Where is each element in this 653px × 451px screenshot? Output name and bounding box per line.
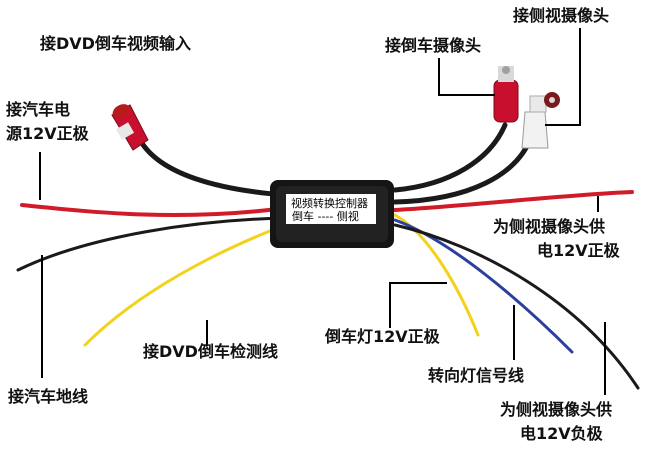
label-side-power-pos-line1: 为侧视摄像头供 (493, 217, 606, 236)
label-side-power-neg-line2: 电12V负极 (520, 424, 603, 443)
label-turn-signal: 转向灯信号线 (428, 366, 525, 385)
side-camera-cable (392, 137, 533, 205)
label-side-power-neg-line1: 为侧视摄像头供 (500, 400, 613, 419)
label-dvd-detect: 接DVD倒车检测线 (143, 342, 278, 361)
label-reverse-light: 倒车灯12V正极 (325, 327, 440, 346)
label-rear-camera: 接倒车摄像头 (385, 36, 482, 55)
leader-rear-camera (438, 58, 495, 96)
ground-wire (16, 216, 287, 272)
rear-camera-cable (392, 122, 508, 193)
leader-lines (39, 28, 606, 395)
label-side-camera: 接侧视摄像头 (513, 6, 610, 25)
leader-reverse-light (389, 282, 447, 328)
red-side-power-wire (393, 190, 634, 212)
label-side-power-pos-line2: 电12V正极 (537, 241, 620, 260)
label-dvd-video-in: 接DVD倒车视频输入 (40, 34, 191, 53)
label-power-line1: 接汽车电 (6, 100, 71, 119)
leader-side-camera (545, 28, 581, 126)
red-power-wire (20, 203, 287, 218)
wires (16, 122, 640, 390)
black-side-ground-wire (393, 223, 640, 390)
dvd-rca-connector (111, 104, 149, 151)
side-camera-rca-connector (521, 92, 560, 149)
box-label-line2: 倒车 ---- 侧视 (292, 210, 359, 223)
label-power-line2: 源12V正极 (6, 124, 89, 143)
label-ground: 接汽车地线 (8, 387, 89, 406)
box-label-line1: 视频转换控制器 (291, 197, 368, 210)
control-box (270, 180, 394, 248)
yellow-detect-wire (83, 223, 287, 347)
rear-camera-rca-connector (493, 66, 519, 123)
dvd-video-cable (137, 137, 288, 198)
yellow-reverse-wire (393, 213, 480, 337)
